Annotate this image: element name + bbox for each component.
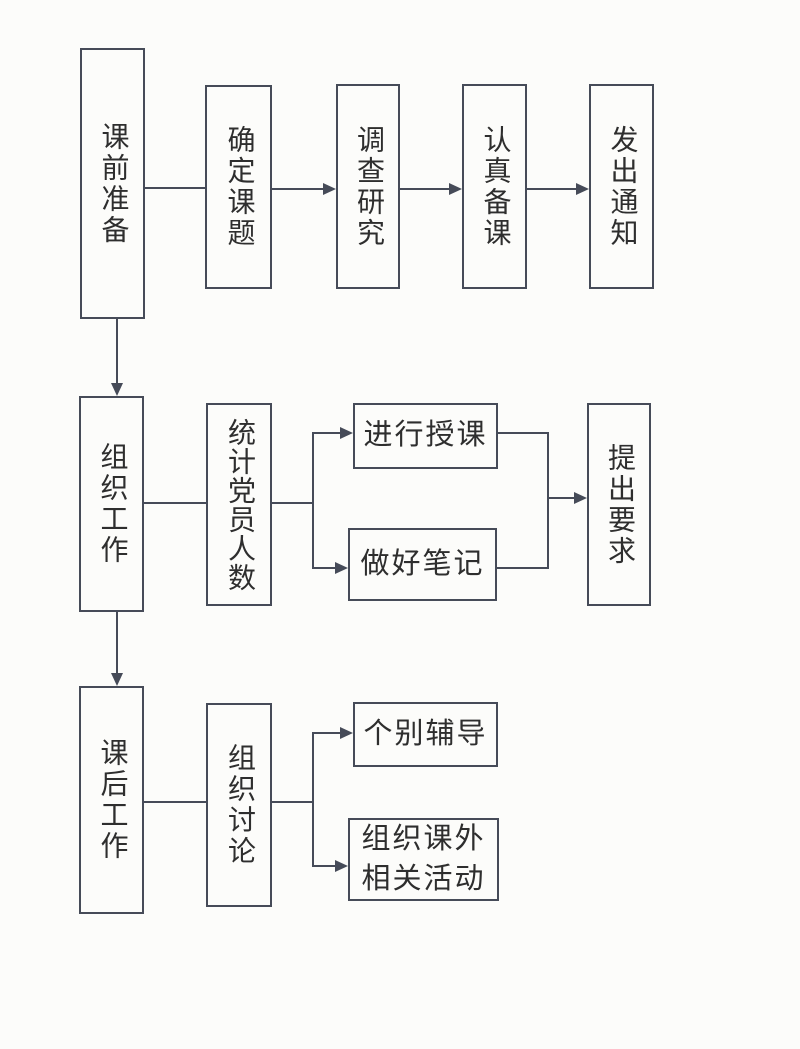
connector-orgwork-to-count <box>144 502 206 504</box>
node-individual-tutoring: 个别辅导 <box>353 702 498 767</box>
connector-research-to-prep <box>400 188 450 190</box>
connector-merge-vertical <box>547 432 549 569</box>
connector-preclass-to-orgwork <box>116 319 118 385</box>
node-organize-discussion: 组织讨论 <box>206 703 272 907</box>
node-issue-notice: 发出通知 <box>589 84 654 289</box>
connector-prep-to-notice <box>527 188 577 190</box>
node-conduct-teaching: 进行授课 <box>353 403 498 469</box>
arrowhead-topic-to-research <box>323 183 336 195</box>
node-organization-work: 组织工作 <box>79 396 144 612</box>
node-careful-lesson-prep: 认真备课 <box>462 84 527 289</box>
arrowhead-branch-to-tutoring <box>340 727 353 739</box>
node-count-party-members: 统计党员人数 <box>206 403 272 606</box>
connector-preclass-to-topic <box>144 187 205 189</box>
arrowhead-prep-to-notice <box>576 183 589 195</box>
node-determine-topic: 确定课题 <box>205 85 272 289</box>
connector-branch-to-tutoring <box>313 732 341 734</box>
arrowhead-preclass-to-orgwork <box>111 383 123 396</box>
node-extracurricular-activities: 组织课外 相关活动 <box>348 818 499 901</box>
connector-orgwork-to-afterclass <box>116 612 118 675</box>
connector-branch2-vertical <box>312 732 314 867</box>
connector-notes-to-merge <box>497 567 549 569</box>
arrowhead-research-to-prep <box>449 183 462 195</box>
connector-topic-to-research <box>272 188 324 190</box>
arrowhead-branch-to-extracurricular <box>335 860 348 872</box>
connector-branch-to-extracurricular <box>313 865 336 867</box>
arrowhead-merge-to-requirements <box>574 492 587 504</box>
node-take-notes: 做好笔记 <box>348 528 497 601</box>
connector-discussion-to-branch <box>272 801 314 803</box>
connector-teaching-to-merge <box>498 432 549 434</box>
node-raise-requirements: 提出要求 <box>587 403 651 606</box>
connector-count-to-branch <box>272 502 314 504</box>
arrowhead-branch-to-teaching <box>340 427 353 439</box>
connector-merge-to-requirements <box>548 497 575 499</box>
arrowhead-orgwork-to-afterclass <box>111 673 123 686</box>
connector-branch-to-notes <box>313 567 336 569</box>
connector-afterclass-to-discussion <box>144 801 206 803</box>
connector-branch-to-teaching <box>313 432 341 434</box>
connector-branch-vertical <box>312 432 314 569</box>
node-investigate-research: 调查研究 <box>336 84 400 289</box>
node-pre-class-preparation: 课前准备 <box>80 48 145 319</box>
arrowhead-branch-to-notes <box>335 562 348 574</box>
node-after-class-work: 课后工作 <box>79 686 144 914</box>
